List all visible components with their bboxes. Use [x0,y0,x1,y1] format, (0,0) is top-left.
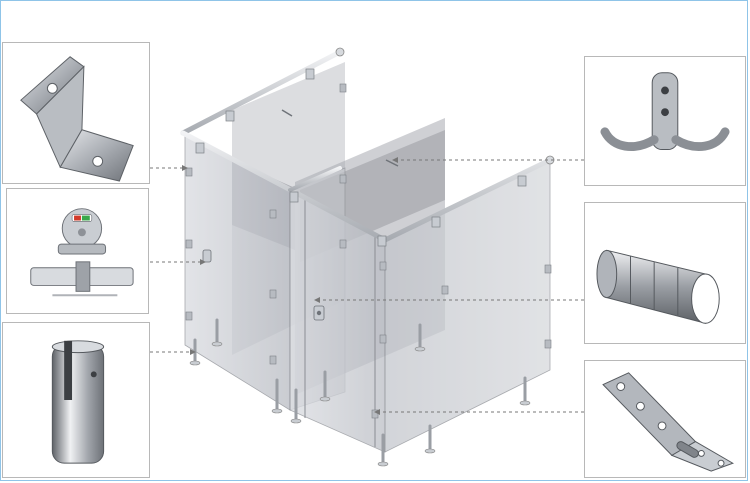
occupancy-lock-callout [6,188,149,314]
pedestal-support-callout [2,322,150,478]
coat-hook-callout [584,56,746,186]
tube-connector-icon [596,249,720,324]
top-rail-3 [288,166,342,192]
rail-end-cap [335,47,345,57]
leader-lines [150,159,584,413]
angle-bracket-icon [20,56,134,182]
door-hinge-callout [584,360,746,478]
pedestal-legs [193,318,527,465]
angle-bracket-callout [2,42,150,184]
double-coat-hook-icon [600,72,730,151]
tube-connector-callout [584,202,746,344]
leader-arrows [182,157,398,415]
coat-hooks [281,109,399,167]
top-rail [180,49,343,136]
occupancy-lock-icon [30,208,134,297]
panel-brackets [185,83,552,419]
pedestal-feet [189,341,531,467]
door-lock-2 [202,249,212,263]
pedestal-support-icon [51,340,105,464]
door-hinge-icon [602,372,734,472]
rail-clamps [195,68,527,247]
